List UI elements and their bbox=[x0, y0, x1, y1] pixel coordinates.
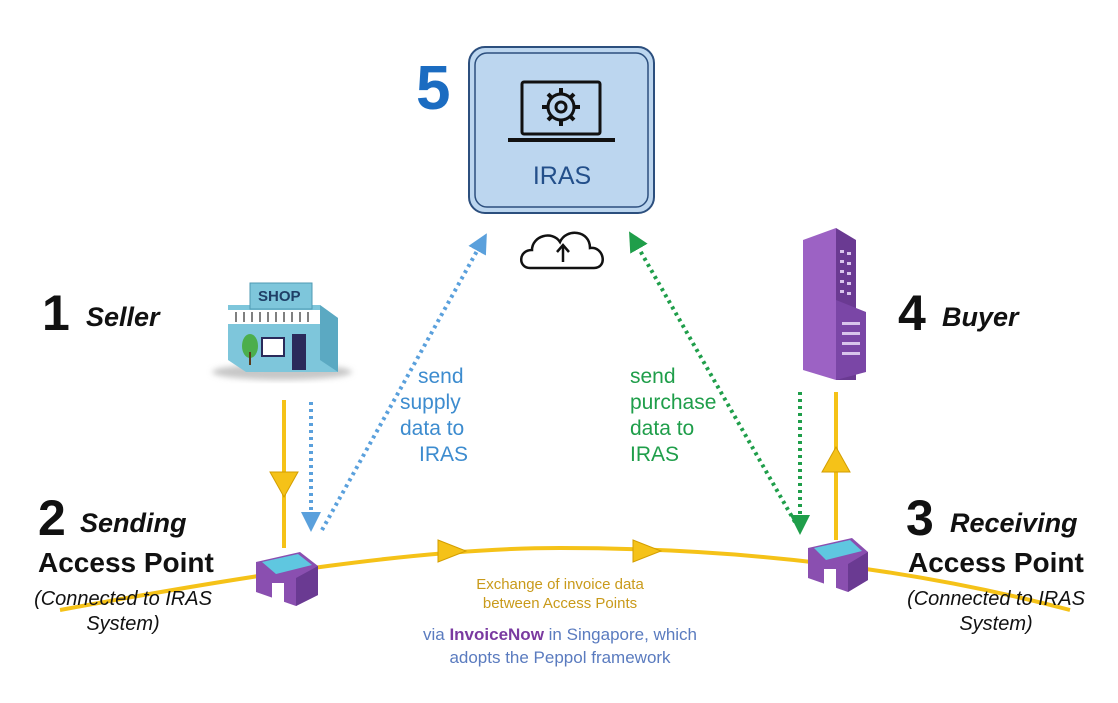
receiving-access-point-icon bbox=[808, 538, 868, 592]
buyer-step-number: 4 bbox=[898, 285, 926, 341]
exchange-note-line2: between Access Points bbox=[482, 595, 638, 612]
seller-to-ap-arrow bbox=[269, 471, 299, 499]
supply-note-line3: data to bbox=[400, 417, 465, 440]
via-note-line2: adopts the Peppol framework bbox=[449, 648, 671, 667]
laptop-gear-icon bbox=[508, 80, 615, 142]
invoicenow-brand: InvoiceNow bbox=[449, 625, 544, 644]
exchange-arrow-2 bbox=[632, 539, 663, 563]
purchase-note-line4: IRAS bbox=[630, 443, 680, 466]
receiving-ap-sub-line2: System) bbox=[959, 613, 1033, 635]
via-note-line1: via InvoiceNow in Singapore, which bbox=[380, 624, 740, 647]
sending-ap-label-line1: Sending bbox=[80, 508, 187, 538]
ap-to-buyer-arrow bbox=[821, 445, 851, 473]
sending-ap-label-line2: Access Point bbox=[38, 547, 214, 578]
seller-step-number: 1 bbox=[42, 285, 70, 341]
shop-sign: SHOP bbox=[258, 288, 301, 305]
receiving-ap-step-number: 3 bbox=[906, 490, 934, 546]
supply-note-line2: supply bbox=[400, 391, 461, 414]
buyer-label: Buyer bbox=[942, 302, 1019, 332]
via-suffix: in Singapore, which bbox=[543, 625, 698, 644]
supply-note-line1: send bbox=[418, 365, 464, 388]
via-prefix: via bbox=[422, 625, 450, 644]
exchange-arrow-1 bbox=[437, 539, 468, 563]
cloud-upload-icon bbox=[520, 231, 604, 270]
iras-box bbox=[468, 46, 655, 214]
supply-note-line4: IRAS bbox=[419, 443, 469, 466]
purchase-note-line1: send bbox=[630, 365, 676, 388]
purchase-data-dotted-arrow bbox=[629, 231, 797, 523]
seller-label: Seller bbox=[86, 302, 160, 332]
network-curve bbox=[59, 545, 1071, 612]
supply-data-dotted-arrow bbox=[320, 233, 487, 531]
purchase-note-line3: data to bbox=[630, 417, 695, 440]
iras-step-number: 5 bbox=[416, 54, 451, 123]
sending-ap-step-number: 2 bbox=[38, 490, 66, 546]
shop-icon bbox=[212, 282, 352, 380]
sending-access-point-icon bbox=[256, 552, 318, 606]
purchase-note-line2: purchase bbox=[630, 391, 717, 414]
exchange-note-line1: Exchange of invoice data bbox=[476, 576, 644, 593]
receiving-ap-sub-line1: (Connected to IRAS bbox=[907, 588, 1085, 610]
iras-label: IRAS bbox=[532, 162, 592, 190]
receiving-ap-label-line1: Receiving bbox=[950, 508, 1078, 538]
sending-ap-sub-line2: System) bbox=[86, 613, 160, 635]
building-icon bbox=[803, 228, 866, 380]
receiving-ap-label-line2: Access Point bbox=[908, 547, 1084, 578]
sending-ap-sub-line1: (Connected to IRAS bbox=[34, 588, 212, 610]
